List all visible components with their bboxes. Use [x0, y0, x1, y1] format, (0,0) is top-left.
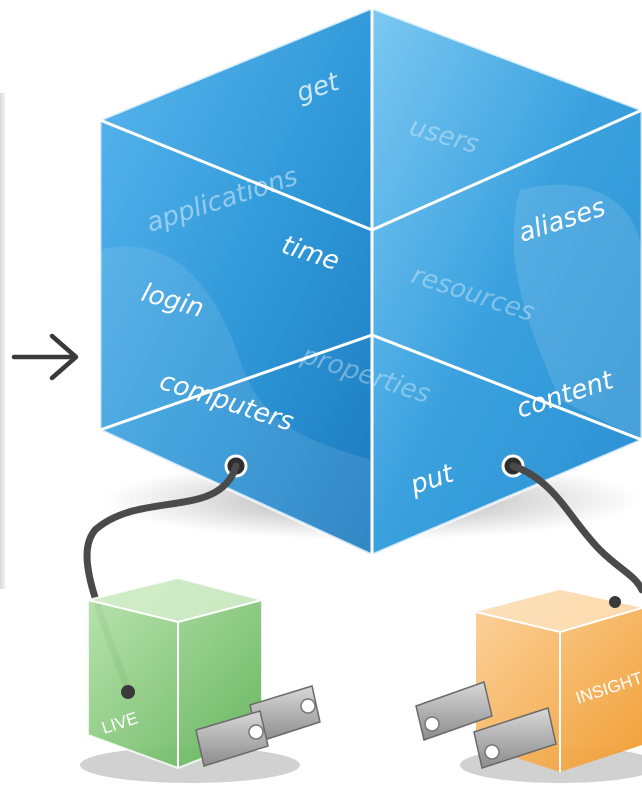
cube-face-right: [372, 8, 642, 555]
cube-face-left: [100, 8, 372, 555]
panel-edge: [0, 93, 5, 589]
plug-prongs-left: [195, 685, 321, 767]
cube-highlight-right: [513, 184, 642, 440]
plug-prongs-right: [415, 681, 557, 769]
cube-edges: [98, 6, 642, 557]
cable-right: [509, 462, 642, 594]
plug-insight: INSIGHT: [415, 590, 642, 783]
arrow-right-icon: [11, 333, 79, 381]
data-cube: [98, 6, 642, 557]
cube-highlight: [100, 246, 372, 555]
plug-live: LIVE: [80, 576, 321, 783]
